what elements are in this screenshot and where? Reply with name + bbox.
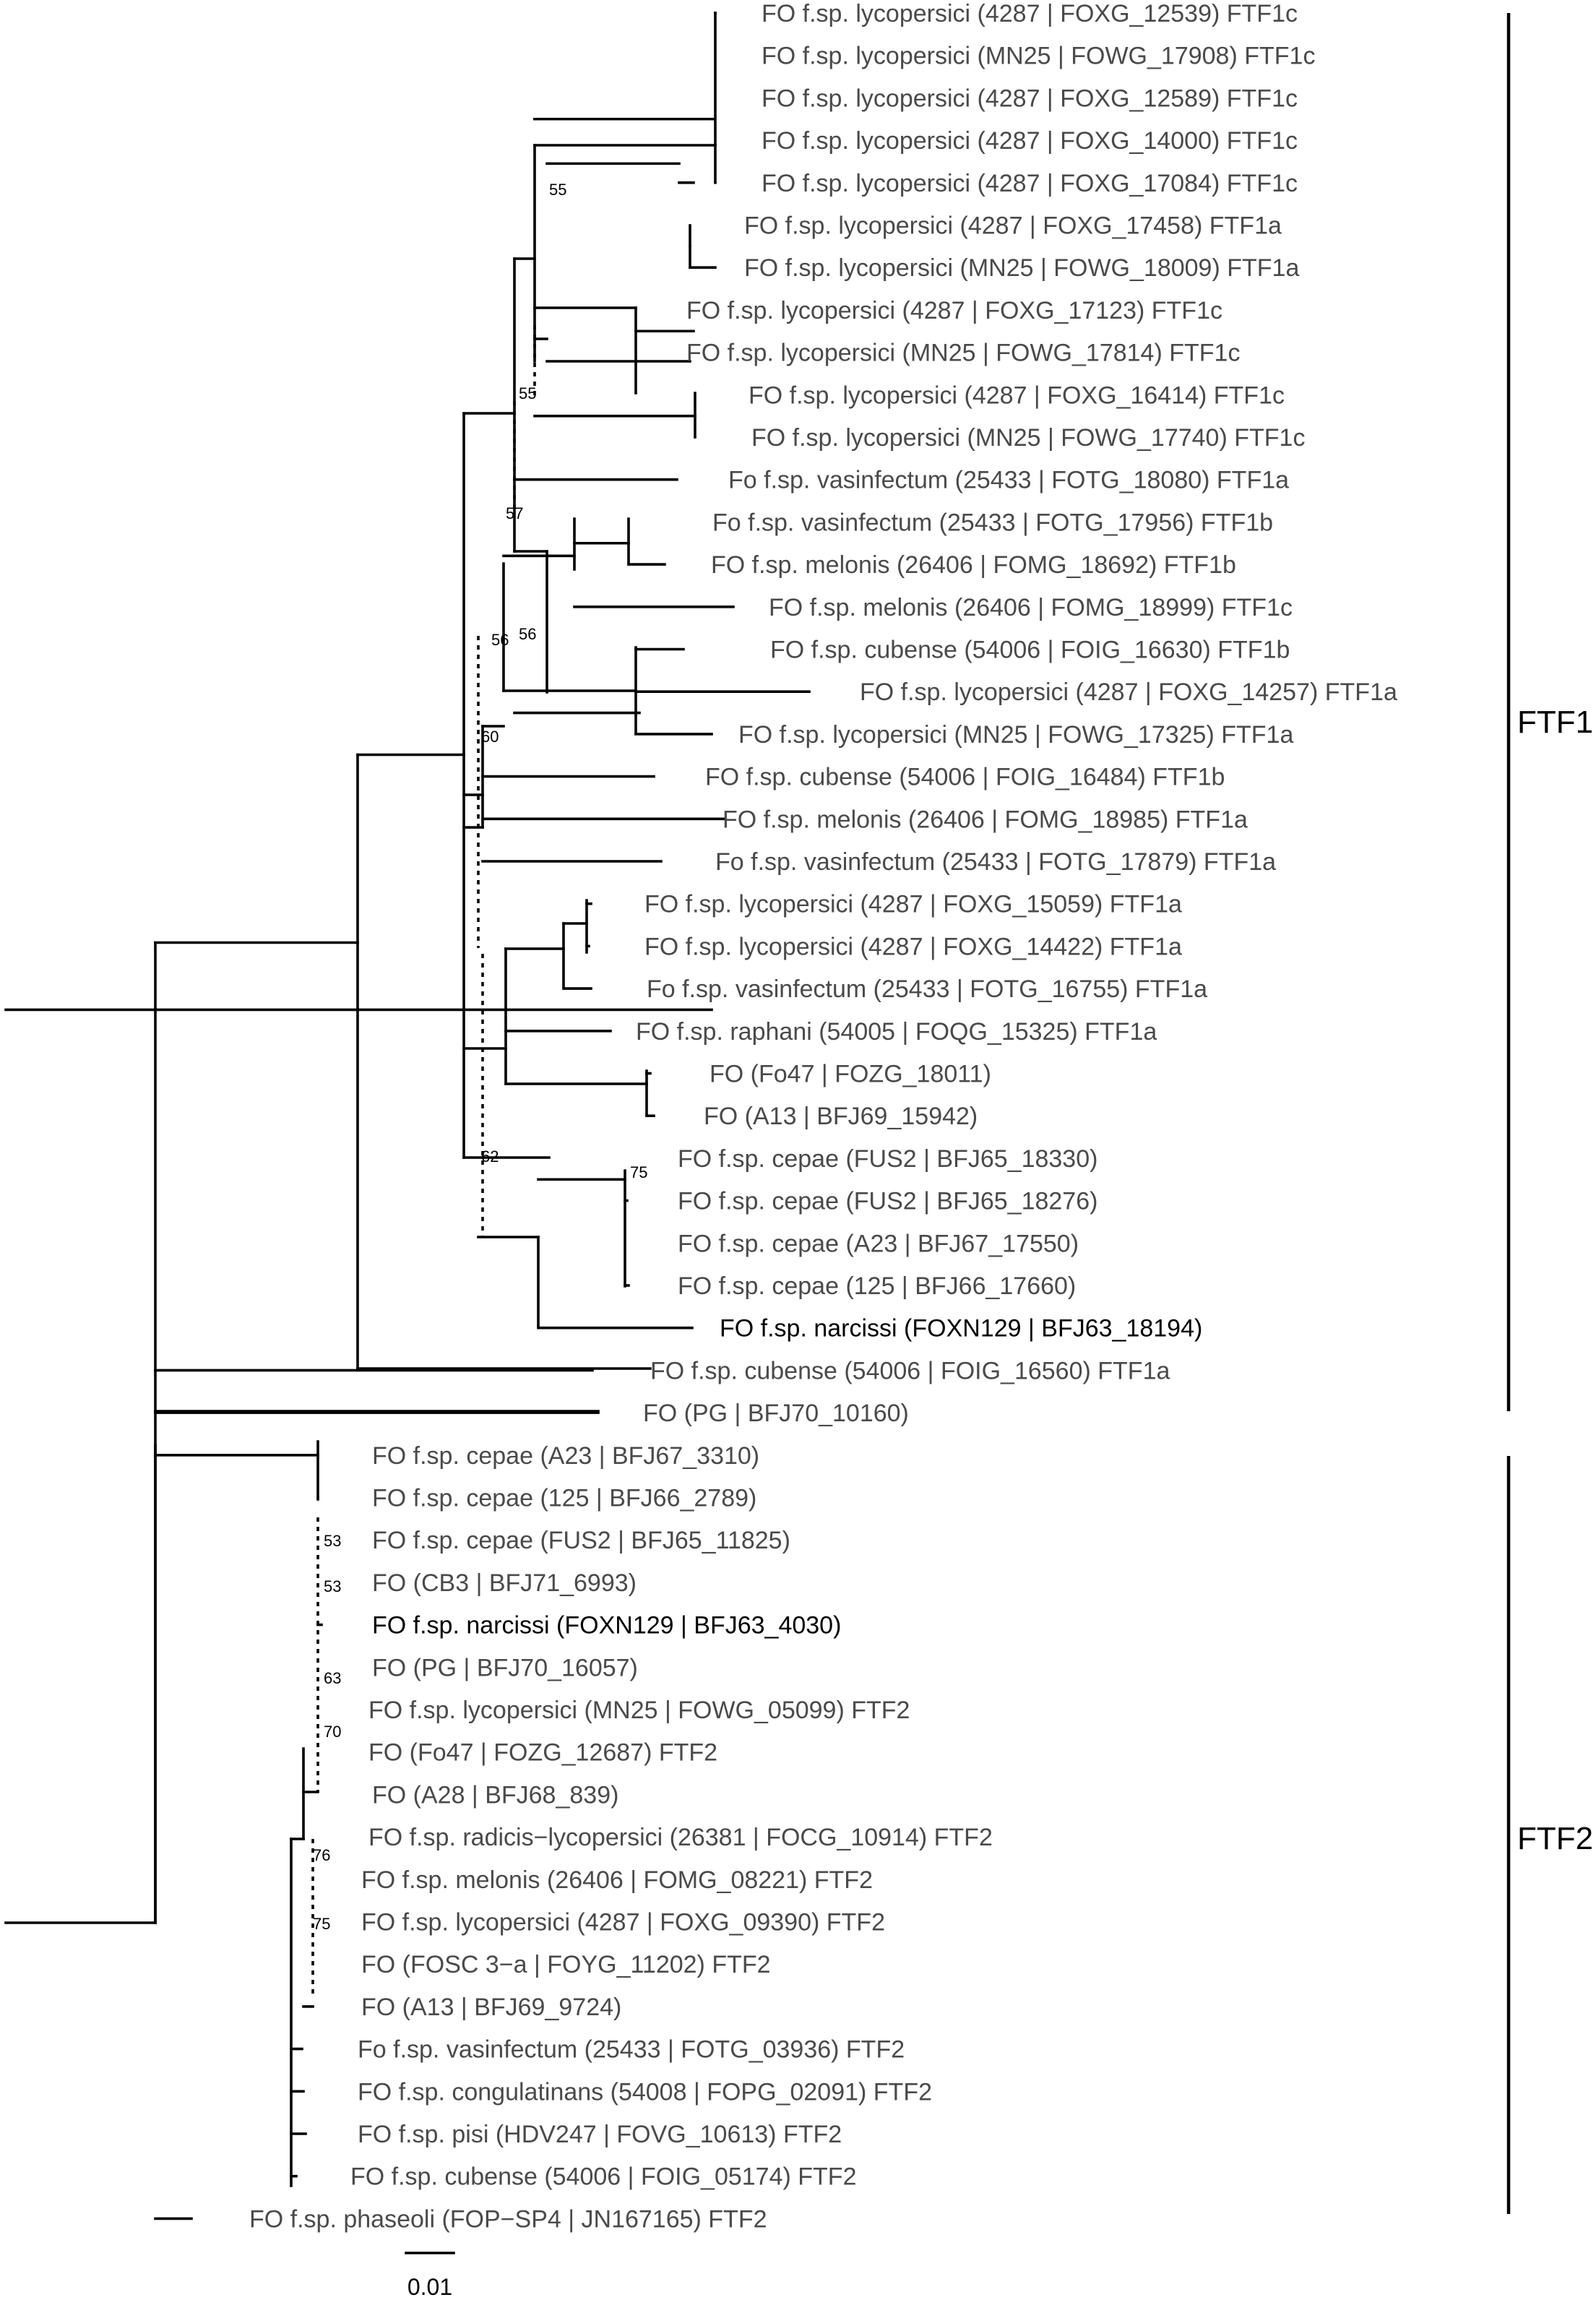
tip-label: FO f.sp. narcissi (FOXN129 | BFJ63_18194…	[720, 1315, 1202, 1343]
support-value: 60	[481, 728, 499, 746]
tip-label: FO f.sp. melonis (26406 | FOMG_18999) FT…	[769, 594, 1293, 621]
tree-branches	[4, 12, 811, 2220]
support-value: 76	[313, 1846, 330, 1864]
tip-label: FO f.sp. cepae (A23 | BFJ67_17550)	[678, 1230, 1079, 1257]
tip-label: FO f.sp. lycopersici (MN25 | FOWG_17814)…	[686, 340, 1240, 367]
support-value: 75	[313, 1915, 330, 1933]
tip-label: FO f.sp. melonis (26406 | FOMG_18985) FT…	[722, 806, 1248, 833]
tip-label: Fo f.sp. vasinfectum (25433 | FOTG_16755…	[647, 975, 1207, 1003]
scale-bar-label: 0.01	[407, 2274, 452, 2300]
support-value: 55	[549, 181, 566, 199]
tip-label: FO f.sp. raphani (54005 | FOQG_15325) FT…	[636, 1018, 1157, 1046]
tip-label: FO f.sp. lycopersici (4287 | FOXG_14000)…	[762, 127, 1298, 155]
clade-label-ftf2: FTF2	[1517, 1821, 1593, 1856]
tip-label: Fo f.sp. vasinfectum (25433 | FOTG_03936…	[358, 2036, 905, 2064]
tip-label: FO (FOSC 3−a | FOYG_11202) FTF2	[361, 1951, 771, 1978]
tip-label: FO (A28 | BFJ68_839)	[372, 1781, 618, 1809]
tip-label: FO f.sp. melonis (26406 | FOMG_08221) FT…	[361, 1866, 873, 1894]
tip-label: FO f.sp. lycopersici (MN25 | FOWG_17325)…	[738, 721, 1293, 749]
support-value: 70	[324, 1723, 341, 1741]
tip-label: FO f.sp. lycopersici (4287 | FOXG_09390)…	[361, 1909, 885, 1936]
tip-label: FO f.sp. radicis−lycopersici (26381 | FO…	[368, 1824, 993, 1851]
support-value: 62	[481, 1147, 499, 1166]
tip-label: FO f.sp. cubense (54006 | FOIG_16560) FT…	[650, 1357, 1170, 1384]
tip-label: FO f.sp. lycopersici (4287 | FOXG_17458)…	[744, 212, 1282, 240]
tip-label: FO (PG | BFJ70_10160)	[643, 1400, 909, 1427]
tip-label: FO f.sp. lycopersici (4287 | FOXG_12539)…	[762, 0, 1298, 27]
tip-label: FO f.sp. cepae (125 | BFJ66_2789)	[372, 1485, 756, 1512]
tip-label: FO (PG | BFJ70_16057)	[372, 1654, 638, 1681]
tip-label: FO f.sp. narcissi (FOXN129 | BFJ63_4030)	[372, 1612, 841, 1640]
tip-labels: FO f.sp. lycopersici (4287 | FOXG_12539)…	[249, 0, 1397, 2233]
tip-label: FO f.sp. cubense (54006 | FOIG_16484) FT…	[705, 764, 1225, 791]
tip-label: FO (A13 | BFJ69_15942)	[704, 1103, 978, 1130]
tip-label: FO f.sp. lycopersici (4287 | FOXG_12589)…	[762, 85, 1298, 112]
tip-label: FO f.sp. cepae (125 | BFJ66_17660)	[678, 1272, 1076, 1300]
tip-label: FO f.sp. cubense (54006 | FOIG_16630) FT…	[770, 637, 1290, 664]
support-value: 56	[491, 631, 509, 649]
support-values: 55 55 57 56 56 60 62 75 53 53 63 70 76 75	[313, 181, 647, 1933]
tip-label: FO f.sp. lycopersici (4287 | FOXG_15059)…	[644, 891, 1182, 918]
support-value: 56	[519, 625, 536, 643]
tip-label: FO (Fo47 | FOZG_18011)	[709, 1061, 991, 1088]
tip-label: FO f.sp. lycopersici (MN25 | FOWG_17740)…	[751, 424, 1305, 452]
support-value: 57	[506, 504, 523, 522]
support-value: 75	[630, 1163, 647, 1181]
scale-bar: 0.01	[405, 2252, 455, 2300]
tip-label: FO (A13 | BFJ69_9724)	[361, 1994, 621, 2021]
tip-label: FO f.sp. cepae (FUS2 | BFJ65_18276)	[678, 1188, 1097, 1215]
tip-label: FO f.sp. lycopersici (MN25 | FOWG_05099)…	[368, 1697, 910, 1724]
tip-label: FO (CB3 | BFJ71_6993)	[372, 1569, 637, 1597]
tip-label: FO f.sp. lycopersici (MN25 | FOWG_18009)…	[744, 254, 1299, 282]
support-value: 53	[324, 1532, 341, 1550]
tip-label: FO f.sp. pisi (HDV247 | FOVG_10613) FTF2	[358, 2121, 842, 2148]
tip-label: FO f.sp. lycopersici (4287 | FOXG_17123)…	[686, 297, 1222, 324]
support-value: 63	[324, 1669, 341, 1687]
tip-label: Fo f.sp. vasinfectum (25433 | FOTG_18080…	[728, 467, 1289, 494]
tip-label: FO f.sp. cubense (54006 | FOIG_05174) FT…	[350, 2163, 857, 2191]
tip-label: FO f.sp. phaseoli (FOP−SP4 | JN167165) F…	[249, 2205, 767, 2233]
tip-label: FO f.sp. lycopersici (4287 | FOXG_17084)…	[762, 170, 1298, 197]
tip-label: FO f.sp. congulatinans (54008 | FOPG_020…	[358, 2078, 932, 2106]
tip-label: FO f.sp. lycopersici (4287 | FOXG_16414)…	[749, 382, 1285, 409]
tip-label: FO f.sp. cepae (FUS2 | BFJ65_11825)	[372, 1527, 790, 1554]
tip-label: FO f.sp. lycopersici (4287 | FOXG_14422)…	[644, 933, 1182, 960]
clade-label-ftf1: FTF1	[1517, 705, 1593, 740]
tip-label: FO (Fo47 | FOZG_12687) FTF2	[368, 1739, 717, 1767]
tip-label: Fo f.sp. vasinfectum (25433 | FOTG_17879…	[715, 848, 1276, 876]
support-value: 55	[519, 384, 536, 402]
tip-label: FO f.sp. cepae (A23 | BFJ67_3310)	[372, 1442, 759, 1470]
tip-label: FO f.sp. melonis (26406 | FOMG_18692) FT…	[711, 551, 1236, 579]
tip-label: Fo f.sp. vasinfectum (25433 | FOTG_17956…	[712, 509, 1273, 536]
tip-label: FO f.sp. lycopersici (4287 | FOXG_14257)…	[860, 678, 1397, 706]
tip-label: FO f.sp. cepae (FUS2 | BFJ65_18330)	[678, 1145, 1097, 1173]
tip-label: FO f.sp. lycopersici (MN25 | FOWG_17908)…	[762, 43, 1315, 70]
support-value: 53	[324, 1577, 341, 1595]
